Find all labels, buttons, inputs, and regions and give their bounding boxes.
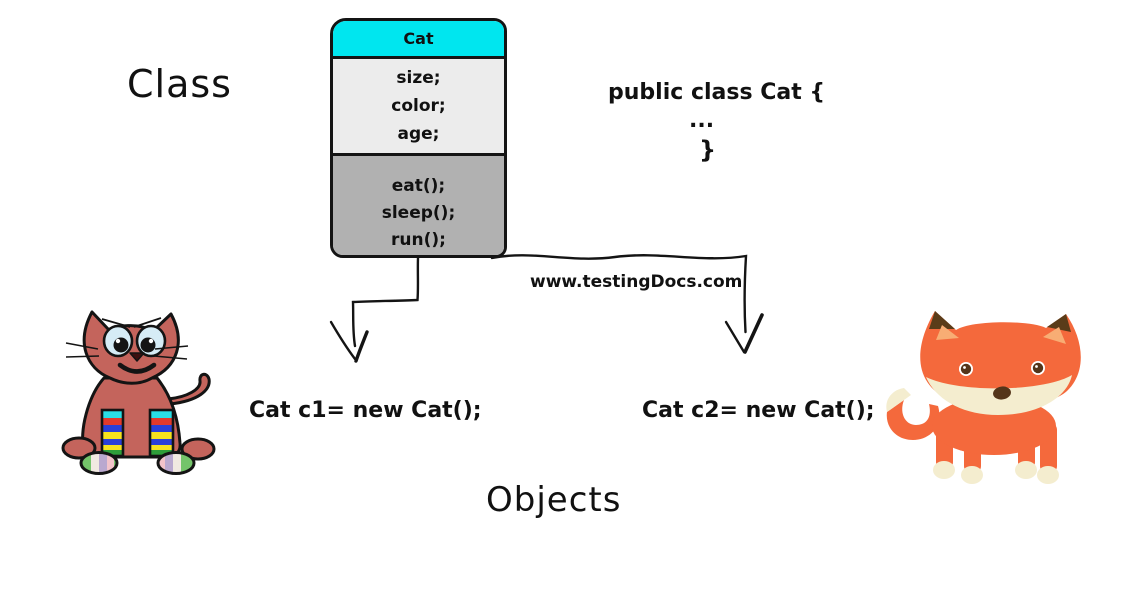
arrow-right-head xyxy=(724,320,746,354)
cat-nose xyxy=(129,352,145,362)
class-box-methods: eat(); sleep(); run(); xyxy=(333,156,504,255)
instance-c2-declaration: Cat c2= new Cat(); xyxy=(642,398,875,423)
fox-ear-tip-right xyxy=(1047,314,1071,332)
cat-sock-right xyxy=(148,408,175,458)
fox-inner-ear-right xyxy=(1043,327,1066,344)
fox-ear-tip-left xyxy=(929,311,955,329)
method-eat: eat(); xyxy=(391,176,446,196)
fox-paws xyxy=(933,461,1059,484)
objects-label: Objects xyxy=(486,480,622,520)
method-run: run(); xyxy=(391,230,446,250)
fox-nose xyxy=(993,386,1011,400)
cat-sock-left xyxy=(100,408,125,458)
cat-tail xyxy=(166,372,211,406)
arrow-right xyxy=(490,254,748,334)
fox-inner-ear-left xyxy=(936,325,959,340)
attribute-color: color; xyxy=(391,96,446,116)
fox-cartoon xyxy=(886,311,1081,484)
arrow-right-head-2 xyxy=(743,313,764,354)
arrow-left-head xyxy=(329,320,357,361)
cat-cartoon xyxy=(61,310,216,475)
class-name: Cat xyxy=(403,29,434,48)
cat-rear-paw-left xyxy=(61,436,97,460)
cat-mouth xyxy=(117,362,157,374)
method-sleep: sleep(); xyxy=(381,203,456,223)
fox-head xyxy=(920,311,1081,407)
cat-brows xyxy=(101,317,162,328)
cat-class-box: Cat size; color; age; eat(); sleep(); ru… xyxy=(330,18,507,258)
class-box-header: Cat xyxy=(333,21,504,59)
watermark: www.testingDocs.com xyxy=(530,272,743,292)
fox-eyes xyxy=(959,361,1045,376)
arrow-left-head-2 xyxy=(354,330,369,363)
code-line-1: public class Cat { xyxy=(608,80,826,105)
attribute-size: size; xyxy=(396,68,441,88)
instance-c1-declaration: Cat c1= new Cat(); xyxy=(249,398,482,423)
class-box-attributes: size; color; age; xyxy=(333,59,504,156)
arrow-left xyxy=(351,256,420,348)
cat-rear-paw-right xyxy=(180,437,216,461)
code-line-2: ... xyxy=(689,108,715,133)
cat-whiskers xyxy=(65,342,189,360)
code-line-3: } xyxy=(699,136,717,164)
fox-tail xyxy=(886,400,940,440)
class-label: Class xyxy=(127,62,232,106)
fox-tail-tip xyxy=(886,388,911,412)
attribute-age: age; xyxy=(397,124,440,144)
